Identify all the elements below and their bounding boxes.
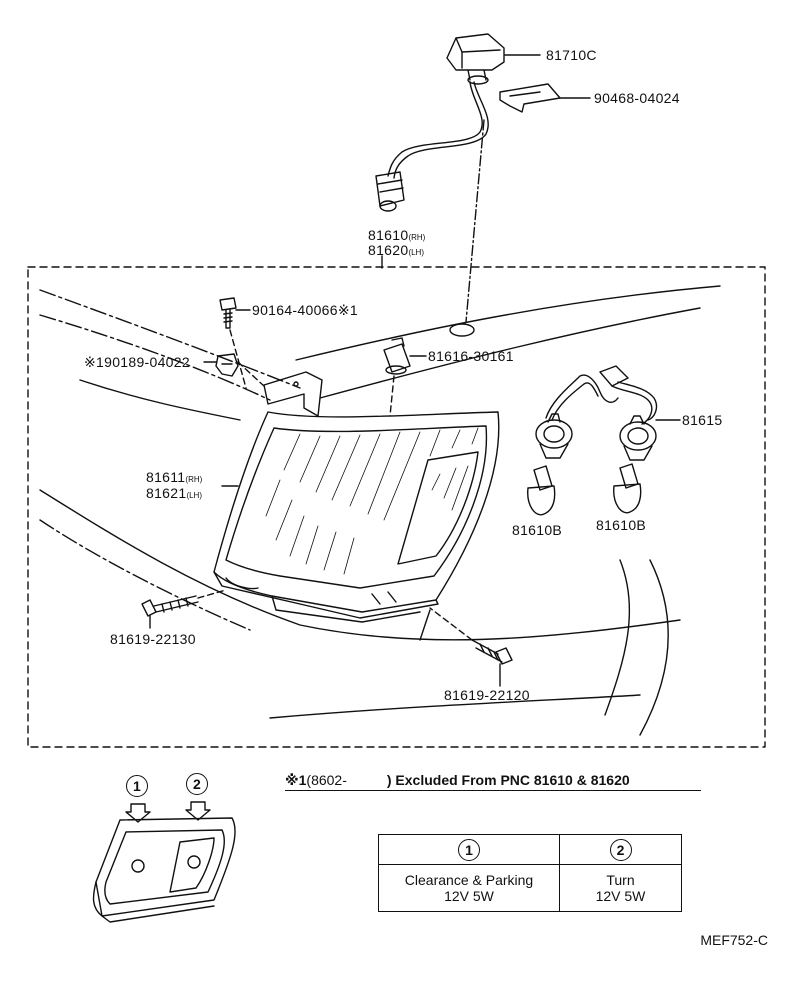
screw-81619-22120: [471, 639, 513, 665]
label-81615: 81615: [682, 412, 723, 428]
spec-cell-turn-rating: 12V 5W: [595, 888, 646, 904]
spec-header-2: 2: [559, 834, 682, 865]
body-line-1: [39, 289, 301, 389]
inset-arrow-1: [125, 803, 151, 823]
label-81710c: 81710C: [546, 47, 597, 63]
label-81611-number: 81611: [146, 469, 186, 485]
side-marker-socket: [446, 33, 505, 85]
label-81616: 81616-30161: [428, 348, 514, 364]
note-mark: ※1: [285, 772, 307, 788]
corner-lamp-lens: [213, 411, 500, 623]
inset-marker-2-number: 2: [186, 773, 208, 795]
figure-code: MEF752-C: [700, 932, 768, 948]
bulb-socket-left: [535, 413, 573, 459]
socket-harness: [545, 365, 658, 425]
label-90189: ※190189-04022: [84, 354, 190, 370]
marker-mount-path: [465, 119, 485, 323]
body-line-11: [419, 609, 431, 641]
bulb-right: [613, 463, 642, 514]
marker-mount-hole: [449, 323, 475, 337]
screw-90164-path: [229, 329, 247, 389]
label-81610-side: (RH): [408, 233, 426, 242]
label-81620: 81620(LH): [368, 243, 424, 257]
label-81619-22120: 81619-22120: [444, 687, 530, 703]
clip-90189: [215, 353, 239, 377]
body-line-10: [269, 694, 641, 719]
spec-cell-turn-function: Turn: [606, 871, 635, 888]
marker-wire-2: [393, 81, 489, 179]
spec-cell-clearance-rating: 12V 5W: [444, 888, 494, 904]
inset-marker-1: 1: [126, 775, 148, 797]
spec-header-1: 1: [378, 834, 560, 865]
note-text: ) Excluded From PNC 81610 & 81620: [386, 772, 630, 788]
inset-lamp-figure: [92, 817, 236, 923]
label-81620-number: 81620: [368, 242, 409, 258]
inset-marker-2: 2: [186, 773, 208, 795]
label-81611-side: (RH): [185, 475, 203, 484]
note-range: (8602-: [306, 772, 347, 788]
spec-cell-clearance: Clearance & Parking 12V 5W: [378, 864, 560, 912]
marker-connector: [375, 171, 405, 212]
screw-22120-path: [429, 607, 473, 641]
spec-cell-clearance-function: Clearance & Parking: [404, 871, 534, 888]
note-underline: [285, 790, 701, 791]
assembly-boundary-box: [27, 266, 766, 748]
label-81610b-left: 81610B: [512, 522, 563, 538]
label-81611: 81611(RH): [146, 470, 202, 484]
body-line-5: [39, 489, 681, 641]
grommet-path: [389, 375, 395, 417]
label-81619-22130: 81619-22130: [110, 631, 196, 647]
exclusion-note: ※1(8602- ) Excluded From PNC 81610 & 8162…: [285, 772, 701, 791]
label-81610: 81610(RH): [368, 228, 425, 242]
marker-wire: [387, 81, 483, 177]
grommet-81616: [383, 337, 411, 375]
body-line-8: [604, 559, 631, 716]
label-90164: 90164-40066※1: [252, 302, 358, 318]
label-81620-side: (LH): [408, 248, 424, 257]
label-81621-number: 81621: [146, 485, 187, 501]
spec-header-2-number: 2: [609, 838, 632, 861]
spec-header-1-number: 1: [458, 838, 480, 861]
body-line-3: [295, 285, 721, 361]
body-line-9: [639, 559, 669, 736]
label-90468: 90468-04024: [594, 90, 680, 106]
label-81621: 81621(LH): [146, 486, 202, 500]
inset-arrow-2: [185, 801, 211, 821]
retaining-clip: [499, 83, 561, 113]
body-line-2: [39, 314, 271, 401]
bulb-socket-right: [619, 415, 657, 461]
screw-22130-path: [197, 589, 227, 599]
bulb-spec-table: 1 2 Clearance & Parking 12V 5W Turn 12V …: [378, 834, 682, 912]
body-line-6: [79, 379, 241, 421]
screw-90164: [219, 297, 237, 329]
body-line-7: [39, 519, 251, 631]
clip-90189-path: [237, 361, 265, 387]
screw-81619-22130: [141, 595, 199, 617]
label-81621-side: (LH): [186, 491, 202, 500]
spec-cell-turn: Turn 12V 5W: [559, 864, 682, 912]
bulb-left: [527, 465, 556, 516]
label-81610b-right: 81610B: [596, 517, 647, 533]
inset-marker-1-number: 1: [126, 775, 148, 797]
label-81610-number: 81610: [368, 227, 409, 243]
lamp-top-bracket: [263, 371, 323, 417]
body-line-4: [319, 307, 701, 399]
